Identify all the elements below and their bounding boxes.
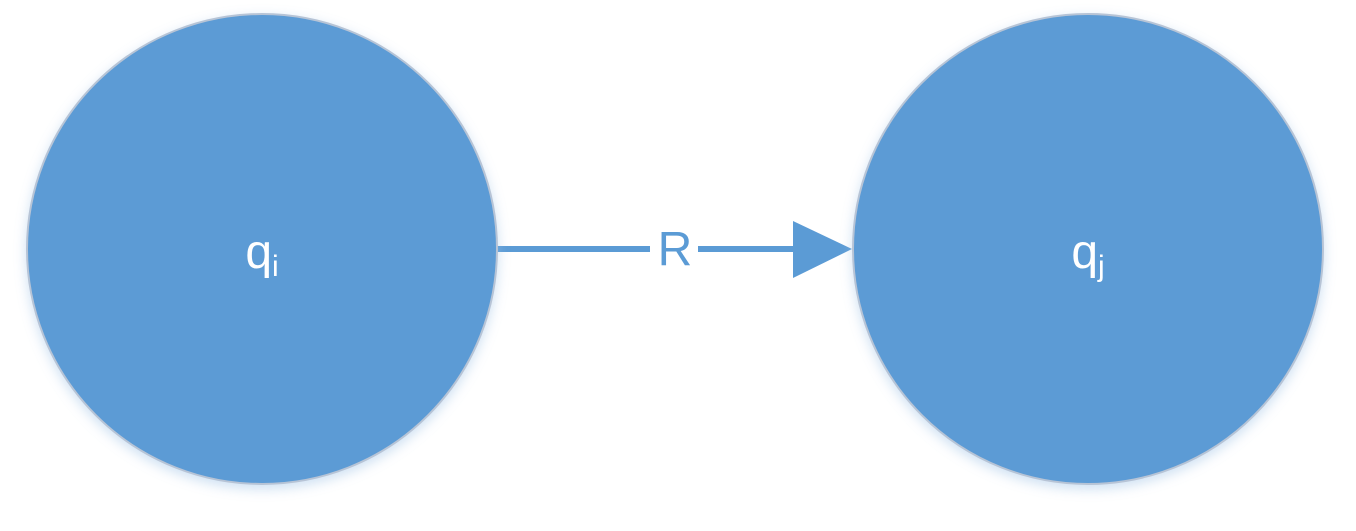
edge-label: R [658, 224, 693, 277]
state-node-qi-label: qi [245, 226, 278, 283]
edge-label-background [650, 220, 698, 278]
state-node-qj[interactable] [852, 13, 1324, 485]
state-node-qj-sub: j [1097, 250, 1105, 283]
state-node-qi[interactable] [26, 13, 498, 485]
state-node-qj-main: q [1071, 226, 1098, 279]
state-node-qj-label: qj [1071, 226, 1104, 283]
state-node-qj-circle [852, 13, 1324, 485]
state-node-qi-circle [26, 13, 498, 485]
state-node-qi-sub: i [272, 250, 279, 283]
arrowhead-icon [793, 221, 852, 278]
state-node-qi-main: q [245, 226, 272, 279]
